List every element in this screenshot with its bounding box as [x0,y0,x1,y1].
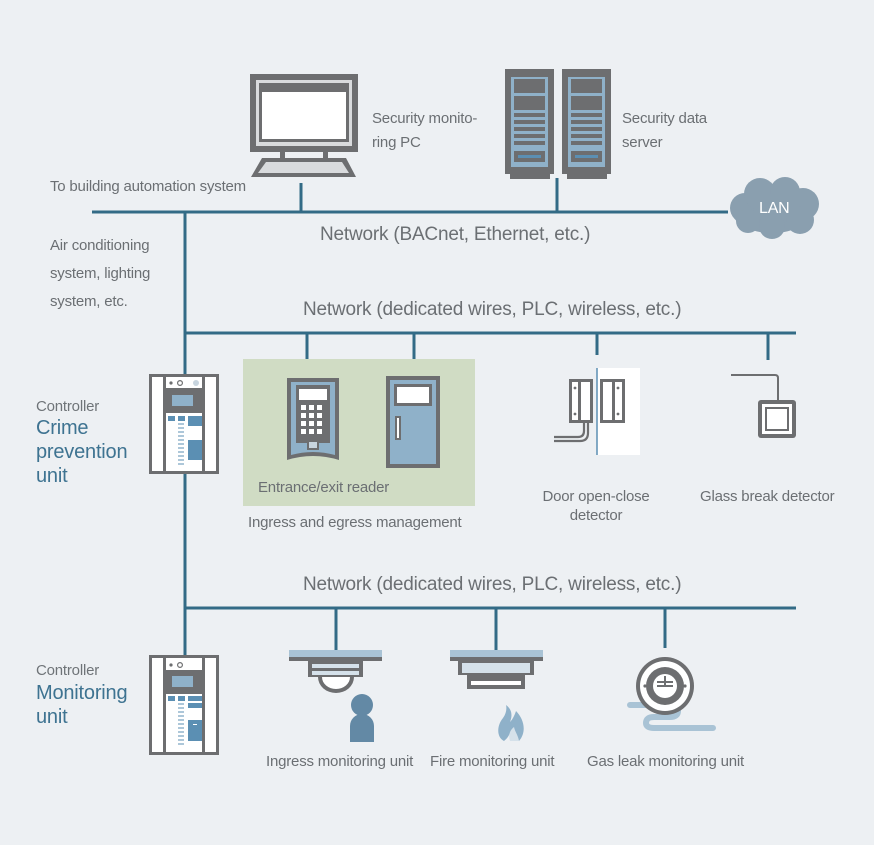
crime-controller-name-1: Crime [36,417,89,439]
pc-label-line1: Security monito- [372,110,478,127]
lan-label: LAN [759,200,790,217]
ingress-area-label: Ingress and egress management [248,514,462,531]
ingress-monitoring-label: Ingress monitoring unit [266,753,414,770]
side-note-line3: system, etc. [50,293,128,310]
pc-label-line2: ring PC [372,134,421,151]
side-note-line1: Air conditioning [50,237,150,254]
entrance-reader-label: Entrance/exit reader [258,479,390,496]
crime-controller-name-3: unit [36,465,68,487]
glass-detector-label: Glass break detector [700,488,835,505]
door-detector-label-line2: detector [569,507,623,524]
monitoring-controller-name-2: unit [36,706,68,728]
bacnet-network-label: Network (BACnet, Ethernet, etc.) [320,224,591,245]
server-label-line1: Security data [622,110,707,127]
crime-network-label: Network (dedicated wires, PLC, wireless,… [303,299,682,320]
crime-controller-name-2: prevention [36,441,128,463]
crime-controller-head: Controller [36,398,100,415]
monitoring-network-label: Network (dedicated wires, PLC, wireless,… [303,574,682,595]
gas-leak-monitoring-label: Gas leak monitoring unit [587,753,744,770]
door-detector-label-line1: Door open-close [542,488,650,505]
server-rack-left [505,69,554,179]
server-label-line2: server [622,134,663,151]
monitoring-controller-name-1: Monitoring [36,682,128,704]
keypad-reader-icon [287,378,339,460]
card-reader-icon [386,376,440,468]
side-note-line2: system, lighting [50,265,151,282]
monitoring-controller-head: Controller [36,662,100,679]
fire-monitoring-label: Fire monitoring unit [430,753,555,770]
server-rack-right [562,69,611,179]
bas-label: To building automation system [50,178,246,195]
